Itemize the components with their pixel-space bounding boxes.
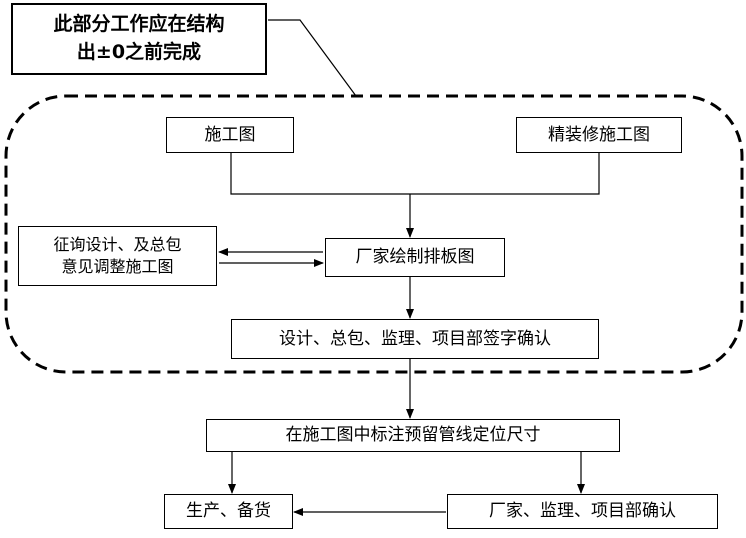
finishing-drawing-label: 精装修施工图 (548, 124, 650, 145)
finishing-drawing-box: 精装修施工图 (516, 117, 682, 153)
note-callout-line (268, 19, 357, 97)
construction-drawing-label: 施工图 (204, 124, 256, 145)
vendor-layout-label: 厂家绘制排板图 (355, 247, 475, 268)
production-box: 生产、备货 (164, 494, 293, 529)
consult-adjust-line2: 意见调整施工图 (61, 257, 174, 276)
connector-finishing-to-merge (410, 153, 600, 195)
production-label: 生产、备货 (186, 501, 271, 522)
timing-note-line1: 此部分工作应在结构 (53, 13, 225, 36)
mark-dimensions-label: 在施工图中标注预留管线定位尺寸 (285, 425, 541, 446)
construction-drawing-box: 施工图 (166, 117, 294, 153)
timing-note-box: 此部分工作应在结构 出±0之前完成 (11, 3, 267, 75)
connector-construction-to-merge (230, 153, 410, 195)
signoff-label: 设计、总包、监理、项目部签字确认 (279, 328, 551, 349)
mark-dimensions-box: 在施工图中标注预留管线定位尺寸 (206, 419, 620, 452)
signoff-box: 设计、总包、监理、项目部签字确认 (231, 319, 599, 359)
timing-note-line2: 出±0之前完成 (76, 41, 202, 63)
consult-adjust-box: 征询设计、及总包 意见调整施工图 (18, 226, 217, 286)
vendor-confirm-label: 厂家、监理、项目部确认 (489, 501, 676, 522)
vendor-layout-box: 厂家绘制排板图 (325, 238, 505, 277)
dashed-scope-boundary (4, 94, 744, 374)
vendor-confirm-box: 厂家、监理、项目部确认 (447, 494, 718, 529)
consult-adjust-line1: 征询设计、及总包 (53, 235, 182, 255)
